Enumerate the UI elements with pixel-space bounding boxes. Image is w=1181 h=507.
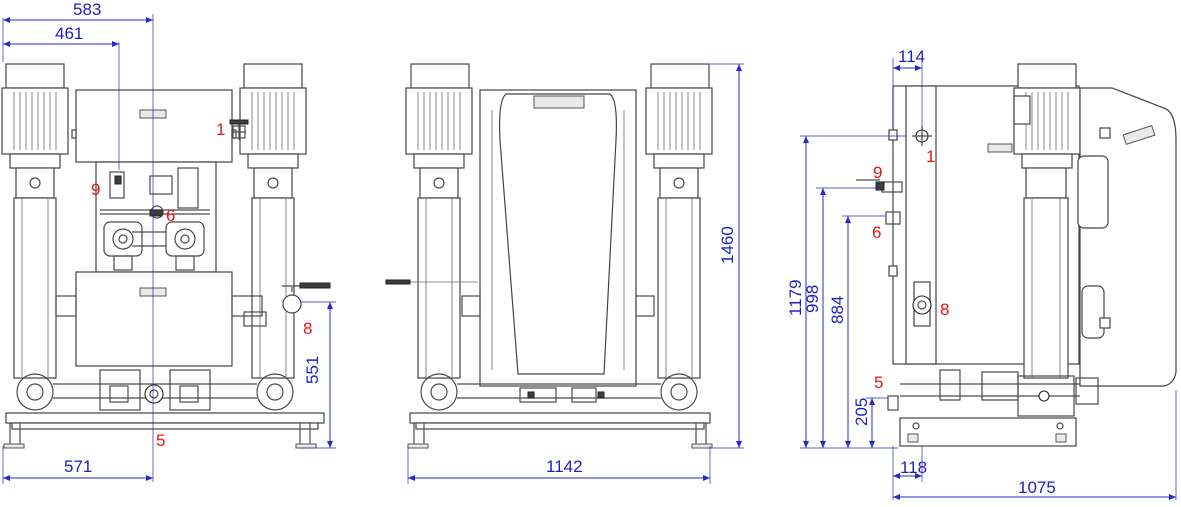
- callout-9-side: 9: [873, 163, 882, 182]
- callout-9-front: 9: [91, 180, 100, 199]
- front-left-motor: [1, 63, 69, 379]
- callout-6-front: 6: [166, 206, 175, 225]
- dim-571: 571: [64, 457, 92, 476]
- dim-551: 551: [303, 356, 322, 384]
- rear-view: [385, 63, 713, 449]
- dim-118: 118: [900, 458, 927, 477]
- callout-1-front: 1: [216, 120, 225, 139]
- dim-1460: 1460: [718, 226, 737, 264]
- front-view: [1, 63, 331, 449]
- callout-8-front: 8: [303, 319, 312, 338]
- rear-left-motor: [405, 63, 473, 379]
- front-dimensions: [2, 14, 336, 484]
- callout-5-front: 5: [156, 431, 165, 450]
- callout-8-side: 8: [940, 300, 949, 319]
- rear-right-motor: [645, 63, 713, 379]
- side-dimensions: [800, 58, 1177, 500]
- dim-1075: 1075: [1018, 478, 1056, 497]
- dim-583: 583: [73, 0, 101, 19]
- dim-205: 205: [852, 398, 871, 426]
- callout-6-side: 6: [872, 223, 881, 242]
- dim-114: 114: [898, 47, 925, 66]
- dim-1142: 1142: [546, 457, 583, 476]
- dim-998: 998: [803, 285, 822, 313]
- rear-dimensions: [407, 63, 744, 484]
- callout-1-side: 1: [926, 147, 935, 166]
- callout-5-side: 5: [874, 373, 883, 392]
- dim-461: 461: [55, 24, 83, 43]
- dim-1179: 1179: [786, 279, 805, 316]
- dim-884: 884: [828, 296, 847, 324]
- side-view: [856, 63, 1177, 447]
- front-right-motor: [239, 63, 307, 379]
